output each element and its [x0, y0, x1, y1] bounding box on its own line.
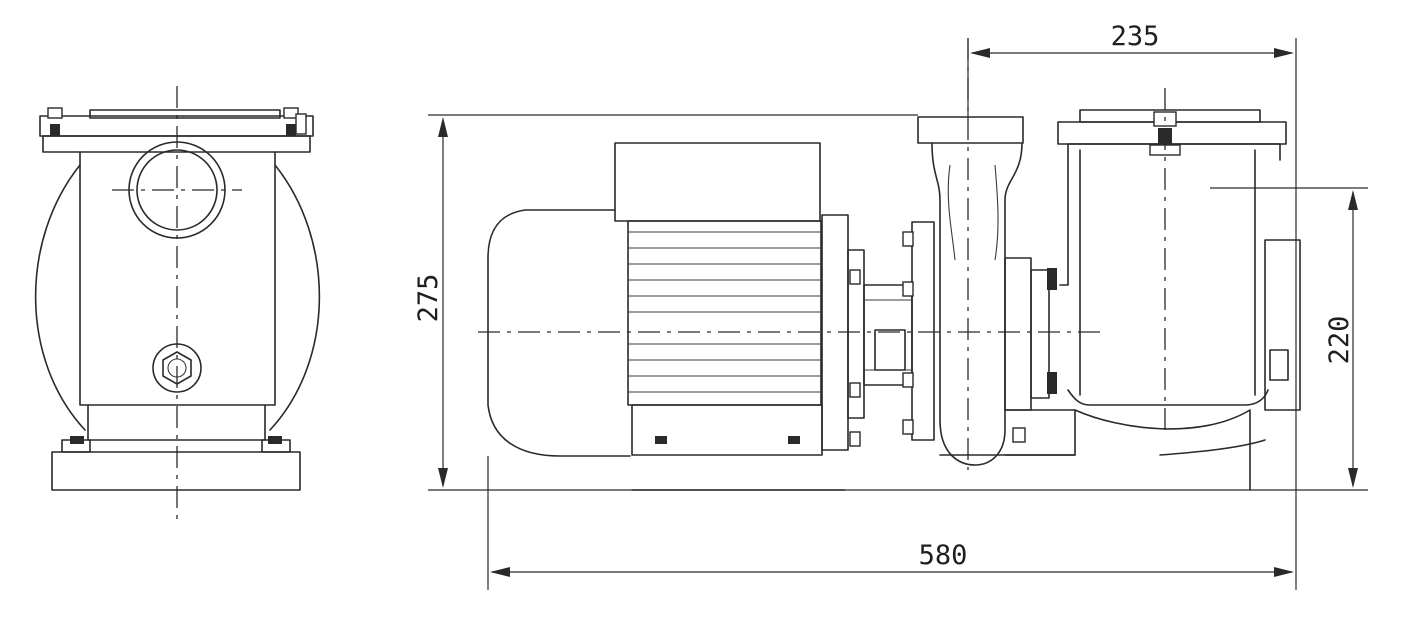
bolt-icon	[902, 281, 914, 297]
end-view-lid-top	[89, 109, 281, 119]
side-view	[478, 38, 1301, 491]
nut-icon	[788, 436, 800, 444]
end-view-base	[51, 451, 301, 491]
nut-icon	[1047, 268, 1057, 290]
strainer-basket-walls	[1079, 149, 1256, 396]
volute-inner-curve	[947, 164, 956, 261]
dim-outlet-to-end: 235	[1111, 21, 1160, 52]
dimension-lines: 235 275 220 580	[413, 21, 1368, 590]
bolt-icon	[849, 269, 861, 285]
end-view-housing	[79, 151, 276, 406]
motor-cooling-fins	[628, 231, 821, 393]
end-view	[34, 86, 321, 520]
end-view-foot-block	[87, 404, 266, 441]
nut-icon	[50, 124, 60, 136]
strainer-foot	[1074, 409, 1251, 491]
connection-flange-outer	[1030, 269, 1050, 399]
motor-fan-cover	[487, 209, 631, 457]
nut-icon	[1047, 372, 1057, 394]
drain-plug-hex	[162, 351, 192, 385]
end-view-left-curve	[34, 164, 86, 431]
motor-foot	[631, 404, 823, 456]
bolt-icon	[849, 431, 861, 447]
pump-flange	[911, 221, 935, 441]
outlet-neck	[917, 116, 1024, 144]
inlet-port	[1264, 239, 1301, 411]
connection-flange	[1004, 257, 1032, 411]
terminal-box	[614, 142, 821, 222]
strainer-base-curve	[1159, 439, 1266, 456]
dim-inlet-height: 220	[1324, 316, 1355, 365]
bolt-icon	[283, 107, 299, 119]
strainer-housing-top	[1059, 143, 1281, 286]
motor-body	[627, 220, 822, 406]
pump-volute	[931, 142, 1023, 466]
shaft-coupling	[874, 329, 906, 371]
bolt-icon	[295, 113, 307, 135]
volute-inner-curve	[994, 164, 999, 261]
nut-icon	[268, 436, 282, 444]
dim-overall-length: 580	[919, 540, 968, 571]
nut-icon	[655, 436, 667, 444]
bolt-icon	[47, 107, 63, 119]
strainer-housing-bottom	[1067, 389, 1269, 406]
bolt-icon	[902, 372, 914, 388]
inlet-drain-plug	[1269, 349, 1289, 381]
nut-icon	[70, 436, 84, 444]
end-view-right-curve	[269, 164, 321, 431]
bolt-icon	[849, 382, 861, 398]
dim-overall-height: 275	[413, 274, 444, 323]
nut-icon	[286, 124, 296, 136]
bolt-icon	[1012, 427, 1026, 443]
outlet-port-inner	[136, 149, 218, 231]
bolt-icon	[902, 231, 914, 247]
bolt-icon	[902, 419, 914, 435]
